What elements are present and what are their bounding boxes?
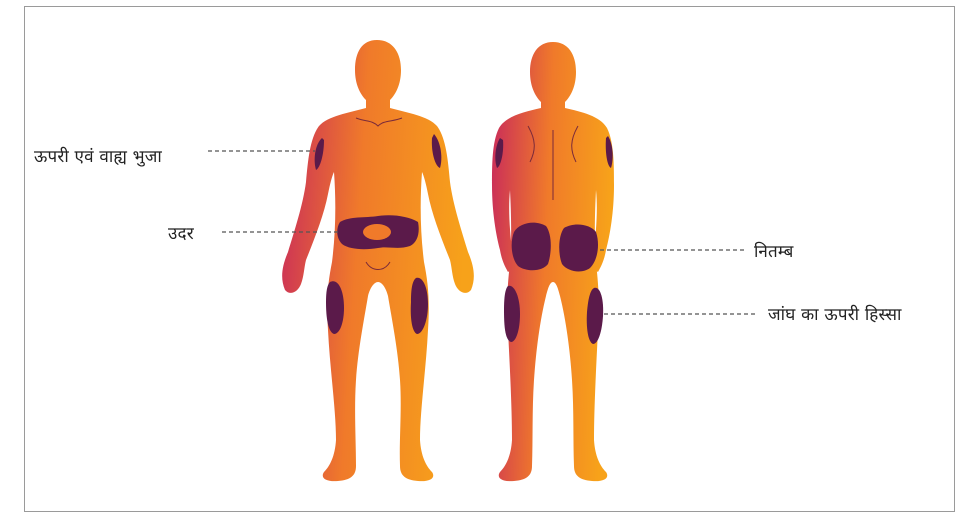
thigh-label: जांघ का ऊपरी हिस्सा	[768, 302, 902, 325]
right-buttock-site	[559, 225, 598, 272]
upper-arm-label: ऊपरी एवं वाह्य भुजा	[34, 144, 162, 167]
left-buttock-site	[512, 223, 551, 271]
abdomen-label: उदर	[168, 221, 194, 244]
buttocks-label: नितम्ब	[754, 239, 794, 262]
navel-gap	[363, 224, 391, 240]
back-body	[492, 42, 614, 481]
front-body	[282, 40, 474, 481]
